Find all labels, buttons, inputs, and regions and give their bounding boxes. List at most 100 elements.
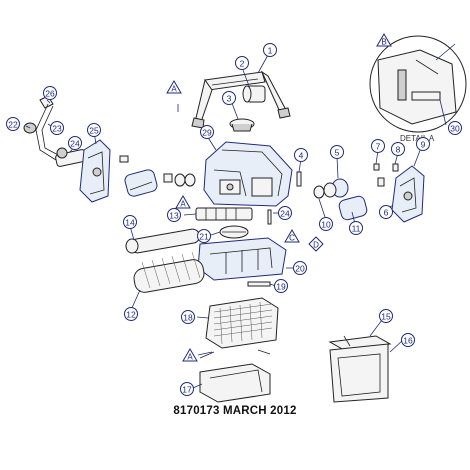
callout-29: 29 [200, 125, 214, 139]
brush-axle-part [125, 228, 201, 254]
left-wheel-part [124, 169, 158, 197]
callout-number: 14 [125, 218, 135, 228]
callout-number: 11 [352, 224, 361, 234]
callout-11: 11 [349, 221, 363, 235]
letter-marker-a: A [182, 348, 198, 362]
left-side-panel-part [79, 139, 111, 203]
callout-circle [180, 382, 194, 396]
callout-8: 8 [391, 142, 405, 156]
callout-circle [68, 136, 82, 150]
callout-17: 17 [180, 382, 194, 396]
callout-15: 15 [379, 309, 393, 323]
callout-7: 7 [371, 139, 385, 153]
filter-tray-part [199, 349, 271, 403]
callout-26: 26 [43, 86, 57, 100]
callout-23: 23 [50, 121, 64, 135]
callout-number: 9 [421, 140, 426, 150]
callout-number: 5 [335, 148, 340, 158]
drawing-caption: 8170173 MARCH 2012 [173, 405, 297, 417]
callout-20: 20 [293, 261, 307, 275]
callout-number: 29 [202, 128, 212, 138]
float-part [242, 85, 266, 103]
callout-6: 6 [379, 205, 393, 219]
callout-circle [123, 215, 137, 229]
small-bushings-part [119, 155, 196, 187]
callout-10: 10 [319, 217, 333, 231]
letter-marker-text: A [180, 200, 186, 209]
letter-marker-text: D [313, 241, 319, 250]
body-part [197, 237, 287, 281]
callout-2: 2 [235, 56, 249, 70]
callout-circle [181, 310, 195, 324]
callout-circle [379, 205, 393, 219]
callout-circle [379, 309, 393, 323]
callout-circle [293, 261, 307, 275]
callout-number: 30 [450, 124, 460, 134]
letter-marker-b: B [376, 33, 392, 47]
callout-circle [222, 91, 236, 105]
right-side-panel-part [391, 165, 425, 223]
right-gear-part [313, 178, 349, 199]
top-cover-part [203, 141, 293, 207]
callout-circle [124, 307, 138, 321]
callout-number: 13 [169, 211, 179, 221]
callout-circle [167, 208, 181, 222]
callout-25: 25 [87, 123, 101, 137]
fine-filter-part [328, 335, 392, 403]
callout-number: 24 [280, 209, 290, 219]
impeller-part [219, 225, 249, 239]
callout-number: 10 [321, 220, 331, 230]
letter-marker-a: A [166, 80, 182, 94]
callout-number: 24 [70, 139, 80, 149]
callout-24: 24 [278, 206, 292, 220]
callout-number: 20 [295, 264, 305, 274]
letter-marker-text: C [289, 234, 295, 243]
callout-30: 30 [448, 121, 462, 135]
letter-marker-c: C [284, 229, 300, 243]
callout-circle [448, 121, 462, 135]
callout-circle [294, 148, 308, 162]
callout-number: 15 [381, 312, 391, 322]
callout-5: 5 [330, 145, 344, 159]
callout-circle [371, 139, 385, 153]
detail-a-label: DETAIL A [400, 134, 435, 143]
callout-circle [278, 206, 292, 220]
letter-marker-text: A [171, 85, 177, 94]
callout-19: 19 [274, 279, 288, 293]
callout-circle [200, 125, 214, 139]
callout-number: 17 [182, 385, 192, 395]
callout-circle [6, 117, 20, 131]
callout-number: 4 [299, 151, 304, 161]
callout-21: 21 [197, 229, 211, 243]
callout-circle [50, 121, 64, 135]
leader-lines [25, 43, 456, 389]
stud-part [267, 209, 272, 225]
filter-basket-part [205, 297, 279, 349]
callout-number: 2 [240, 59, 245, 69]
callout-circle [43, 86, 57, 100]
callout-1: 1 [263, 43, 277, 57]
callout-number: 22 [8, 120, 18, 130]
callout-12: 12 [124, 307, 138, 321]
callout-number: 6 [384, 208, 389, 218]
callout-circle [274, 279, 288, 293]
motor-drive-part [55, 147, 87, 167]
callout-13: 13 [167, 208, 181, 222]
letter-marker-shape [166, 80, 182, 94]
callout-circle [416, 137, 430, 151]
callout-number: 26 [45, 89, 55, 99]
callout-circle [349, 221, 363, 235]
letter-marker-shape [182, 348, 198, 362]
callout-circle [330, 145, 344, 159]
letter-marker-text: B [381, 38, 386, 47]
callout-9: 9 [416, 137, 430, 151]
pin-part [296, 171, 302, 187]
callout-circle [401, 333, 415, 347]
callout-16: 16 [401, 333, 415, 347]
letter-marker-text: A [187, 353, 193, 362]
callout-3: 3 [222, 91, 236, 105]
letter-marker-shape [284, 229, 300, 243]
callout-24: 24 [68, 136, 82, 150]
letter-marker-a: A [175, 195, 191, 209]
